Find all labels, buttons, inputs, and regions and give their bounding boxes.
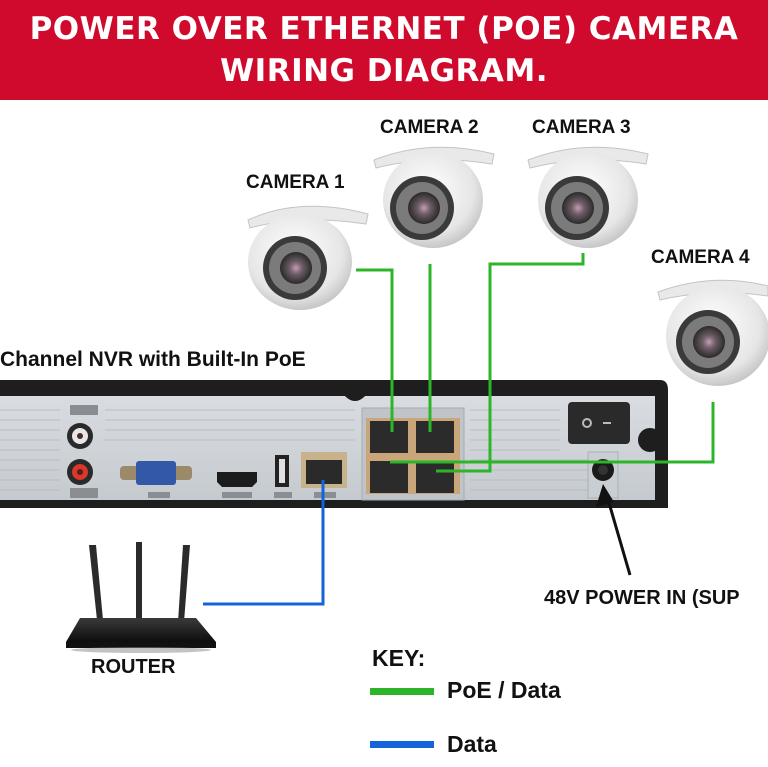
router-label: ROUTER	[91, 656, 176, 678]
audio-in-port	[67, 459, 98, 498]
usb-port	[274, 455, 292, 498]
camera-4-label: CAMERA 4	[651, 247, 750, 268]
camera-3-label: CAMERA 3	[532, 117, 631, 138]
nvr-vents	[0, 409, 590, 491]
camera-4-lens	[693, 326, 725, 358]
hdmi-port	[217, 472, 257, 498]
poe-wires	[356, 253, 715, 473]
router-device	[66, 542, 216, 653]
poe-port-block	[361, 407, 465, 501]
camera-1	[247, 205, 369, 310]
nvr-label: Channel NVR with Built-In PoE	[0, 348, 306, 371]
poe-port-1	[370, 421, 408, 453]
vga-port	[120, 461, 192, 498]
nvr-notch	[340, 390, 370, 401]
title-line-1: POWER OVER ETHERNET (POE) CAMERA	[29, 11, 739, 47]
title-banner: POWER OVER ETHERNET (POE) CAMERA WIRING …	[0, 0, 768, 100]
power-arrow	[596, 484, 632, 576]
poe-port-4	[416, 461, 454, 493]
key-item-data: Data	[447, 731, 497, 757]
key-swatch-data	[370, 741, 434, 748]
wire-camera-3	[436, 253, 585, 473]
router-antenna-right	[178, 545, 190, 622]
data-wire-router	[203, 480, 325, 606]
camera-2	[373, 146, 495, 248]
poe-port-3	[370, 461, 408, 493]
nvr-device	[0, 380, 668, 508]
key-item-poe-data: PoE / Data	[447, 677, 561, 703]
title-line-2: WIRING DIAGRAM.	[219, 53, 548, 89]
router-antenna-left	[89, 545, 103, 620]
router-antenna-center	[136, 542, 142, 622]
camera-3	[527, 146, 649, 248]
wire-camera-1	[356, 268, 394, 432]
audio-out-port	[67, 405, 98, 449]
power-in-label: 48V POWER IN (SUP	[544, 587, 740, 609]
key-title: KEY:	[372, 645, 426, 671]
camera-3-lens	[562, 192, 594, 224]
camera-2-label: CAMERA 2	[380, 117, 479, 138]
camera-1-label: CAMERA 1	[246, 172, 345, 193]
camera-2-lens	[408, 192, 440, 224]
router-body	[66, 618, 216, 642]
wire-camera-4	[390, 402, 715, 464]
poe-port-2	[416, 421, 454, 453]
ground-screw	[638, 428, 662, 452]
camera-1-lens	[280, 252, 312, 284]
power-switch	[568, 402, 630, 444]
key-swatch-poe	[370, 688, 434, 695]
camera-4	[657, 279, 768, 386]
